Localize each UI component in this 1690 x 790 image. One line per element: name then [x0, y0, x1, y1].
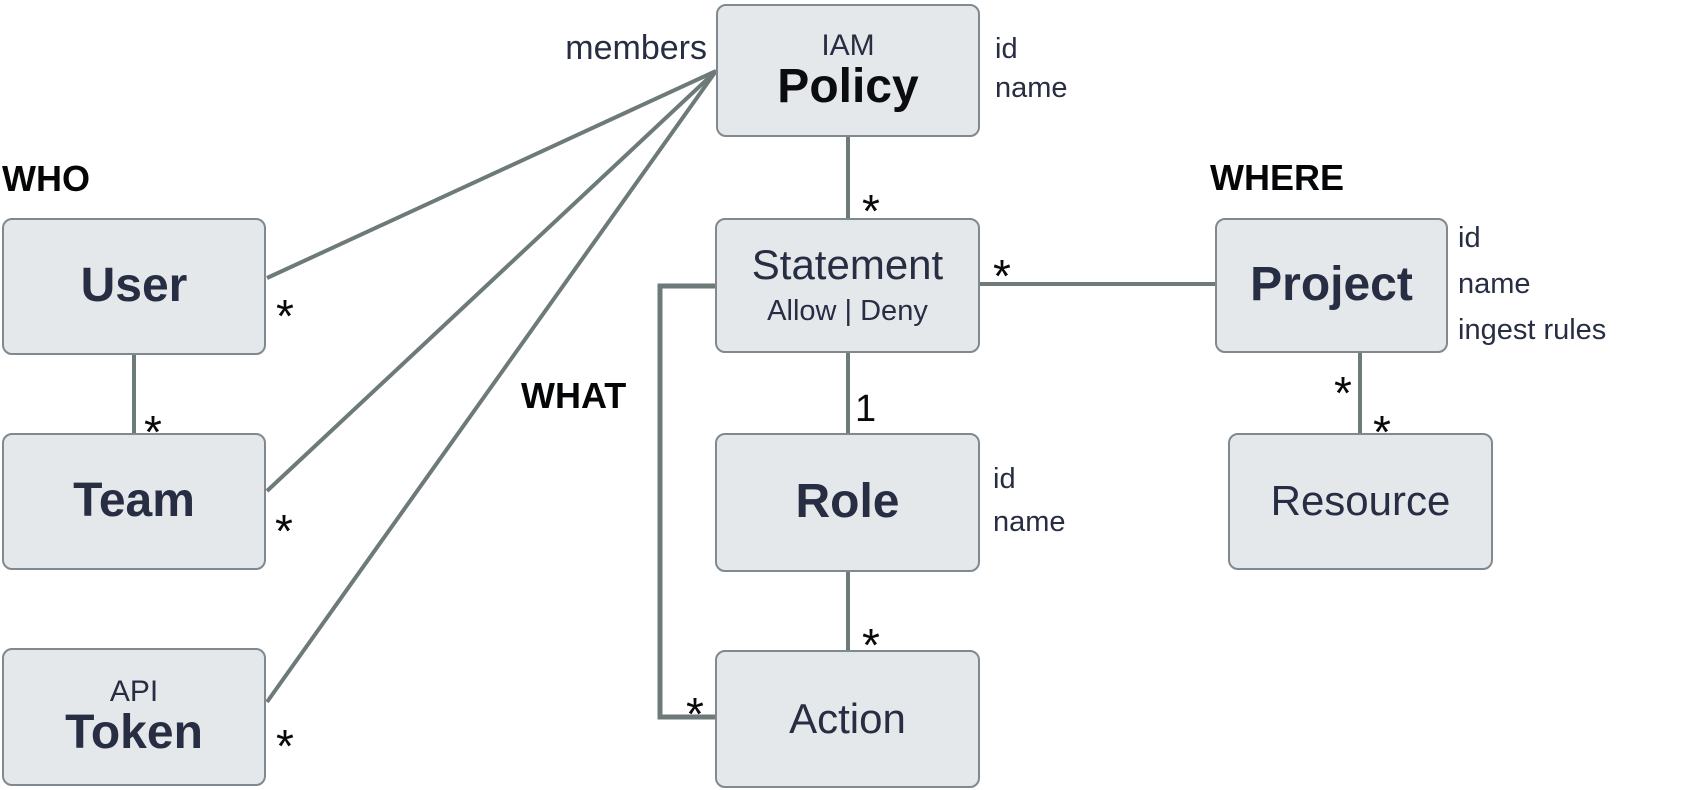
cardinality-project-resource-near: * [1334, 367, 1352, 419]
attribute: ingest rules [1458, 314, 1607, 346]
entity-resource-title: Resource [1270, 477, 1451, 525]
cardinality-policy-team: * [275, 505, 293, 557]
entity-role: Role [715, 433, 980, 572]
group-header-what: WHAT [521, 375, 627, 416]
entity-token-pretitle: API [109, 675, 159, 709]
edge-label-members: members [565, 29, 707, 67]
edge-policy-token [265, 69, 718, 704]
attribute: name [995, 72, 1068, 104]
entity-project-title: Project [1250, 258, 1413, 312]
cardinality-project-resource-far: * [1373, 406, 1391, 458]
entity-team-title: Team [73, 474, 195, 528]
cardinality-policy-token: * [276, 720, 294, 772]
cardinality-statement-project: * [993, 250, 1011, 302]
attribute: id [993, 463, 1016, 495]
entity-policy-title: Policy [777, 59, 919, 113]
entity-role-title: Role [795, 475, 900, 529]
edge-policy-user [266, 69, 717, 280]
entity-team: Team [2, 433, 266, 570]
entity-policy: IAM Policy [716, 4, 980, 137]
entity-action: Action [715, 650, 980, 788]
entity-statement-subtitle: Allow | Deny [767, 294, 928, 327]
cardinality-policy-statement: * [862, 185, 880, 237]
entity-policy-pretitle: IAM [821, 28, 875, 62]
entity-token: API Token [2, 648, 266, 786]
attribute: name [993, 506, 1066, 538]
edge-statement-action [657, 283, 715, 720]
edge-policy-team [265, 69, 718, 493]
entity-token-title: Token [65, 706, 203, 760]
entity-user-title: User [80, 259, 188, 313]
cardinality-user-team: * [144, 406, 162, 458]
entity-project: Project [1215, 218, 1448, 353]
entity-action-title: Action [789, 694, 906, 742]
cardinality-statement-action: * [686, 688, 704, 740]
cardinality-role-action: * [862, 619, 880, 671]
cardinality-statement-role: 1 [855, 388, 877, 430]
entity-user: User [2, 218, 266, 355]
entity-policy-attributes: id name [995, 30, 1068, 108]
attribute: name [1458, 268, 1531, 300]
group-header-who: WHO [2, 158, 90, 199]
entity-role-attributes: id name [993, 458, 1066, 544]
group-header-where: WHERE [1210, 157, 1344, 198]
entity-project-attributes: id name ingest rules [1458, 215, 1606, 353]
attribute: id [995, 33, 1018, 65]
attribute: id [1458, 222, 1481, 254]
entity-statement-title: Statement [751, 241, 944, 289]
cardinality-policy-user: * [276, 290, 294, 342]
entity-statement: Statement Allow | Deny [715, 218, 980, 353]
entity-resource: Resource [1228, 433, 1493, 570]
